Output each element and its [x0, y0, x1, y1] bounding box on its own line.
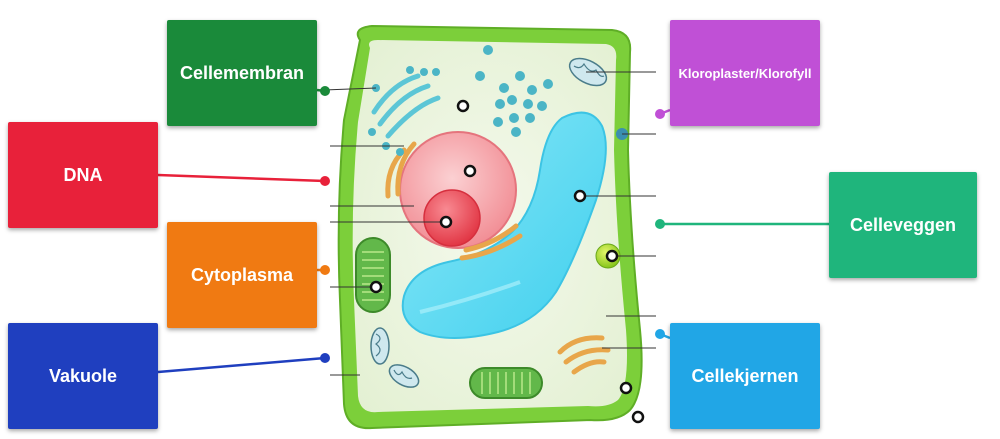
drop-target-chloroplast	[369, 280, 383, 294]
mitochondrion-bottom-2	[388, 364, 420, 388]
drop-target-vacuole	[573, 189, 587, 203]
label-cytoplasma[interactable]: Cytoplasma	[167, 222, 317, 328]
vacuole	[401, 111, 607, 339]
label-dna-text: DNA	[63, 164, 103, 185]
golgi-bottom-right	[557, 335, 611, 375]
label-vakuole-text: Vakuole	[48, 365, 118, 386]
label-cellemembran-text: Cellemembran	[179, 62, 305, 83]
drop-target-cytoplasm	[619, 381, 633, 395]
nucleus	[399, 131, 517, 249]
drop-target-peroxisome	[605, 249, 619, 263]
golgi-lower	[459, 223, 523, 261]
label-celleveggen[interactable]: Celleveggen	[829, 172, 977, 278]
golgi-top	[371, 73, 441, 139]
ribosomes	[475, 45, 553, 137]
label-cellekjernen[interactable]: Cellekjernen	[670, 323, 820, 429]
mitochondrion-bottom-1	[370, 327, 390, 365]
label-cytoplasma-text: Cytoplasma	[190, 264, 294, 285]
connector-dots	[320, 86, 665, 363]
label-dna[interactable]: DNA	[8, 122, 158, 228]
drop-target-wall	[631, 410, 645, 424]
pointer-lines	[323, 71, 656, 376]
label-cellemembran[interactable]: Cellemembran	[167, 20, 317, 126]
label-kloroplaster[interactable]: Kloroplaster/Klorofyll	[670, 20, 820, 126]
drop-target-golgi	[456, 99, 470, 113]
connector-lines	[157, 88, 829, 374]
label-celleveggen-text: Celleveggen	[849, 214, 957, 235]
chloroplast-bottom	[469, 367, 543, 399]
drop-target-nucleus	[463, 164, 477, 178]
label-cellekjernen-text: Cellekjernen	[691, 365, 799, 386]
label-kloroplaster-text: Kloroplaster/Klorofyll	[678, 65, 812, 81]
label-vakuole[interactable]: Vakuole	[8, 323, 158, 429]
chloroplast-left	[355, 237, 391, 313]
drop-targets	[369, 99, 645, 424]
drop-target-nucleolus	[439, 215, 453, 229]
